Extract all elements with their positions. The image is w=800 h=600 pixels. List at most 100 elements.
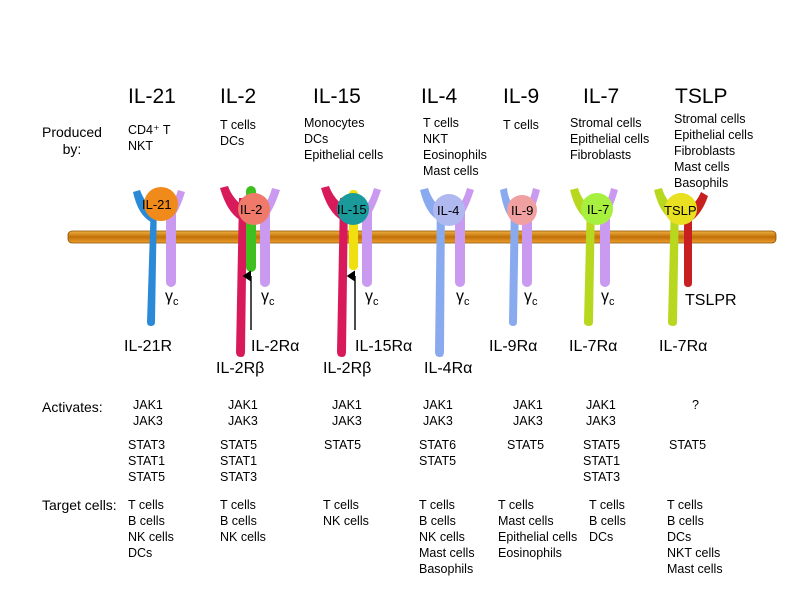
target-item: T cells	[419, 498, 455, 512]
target-item: Eosinophils	[498, 546, 562, 560]
ligand-label: IL-15	[337, 202, 367, 217]
gamma-symbol: γ	[261, 288, 269, 305]
producer-item: T cells	[503, 118, 539, 132]
receptor-label: IL-2Rβ	[216, 360, 265, 377]
producer-item: Stromal cells	[570, 116, 642, 130]
stat-item: STAT3	[128, 438, 166, 452]
jak-item: JAK3	[133, 414, 163, 428]
gamma-c-label: γc	[601, 288, 615, 308]
producer-item: Basophils	[674, 176, 729, 190]
produced-by-list: Stromal cells Epithelial cells Fibroblas…	[570, 115, 649, 163]
ligand-label: IL-4	[437, 203, 460, 218]
stat-list: STAT5	[324, 437, 361, 453]
target-cells-list: T cells B cells NK cells	[220, 497, 266, 545]
target-item: NK cells	[220, 530, 266, 544]
target-item: T cells	[589, 498, 625, 512]
gamma-subscript: c	[532, 296, 538, 309]
produced-by-label-line: by:	[62, 141, 82, 157]
stat-list: STAT5 STAT1 STAT3	[220, 437, 257, 485]
gamma-c-label: γc	[165, 288, 179, 308]
target-item: Mast cells	[419, 546, 475, 560]
stat-item: STAT5	[128, 470, 166, 484]
stat-item: STAT1	[220, 454, 258, 468]
jak-item: JAK1	[133, 398, 163, 412]
target-item: Mast cells	[667, 562, 723, 576]
receptor-label: IL-9Rα	[489, 338, 538, 355]
jak-item: JAK3	[513, 414, 543, 428]
producer-item: DCs	[304, 132, 329, 146]
producer-item: Mast cells	[674, 160, 730, 174]
gamma-symbol: γ	[524, 288, 532, 305]
target-item: B cells	[220, 514, 257, 528]
stat-list: STAT5	[669, 437, 706, 453]
ligand-label: IL-21	[142, 197, 172, 212]
il-4-receptor-complex	[420, 188, 474, 357]
target-item: Mast cells	[498, 514, 554, 528]
producer-item: NKT	[423, 132, 448, 146]
gamma-symbol: γ	[365, 288, 373, 305]
il-21-receptor-complex	[133, 187, 185, 326]
il-9-receptor-complex	[500, 188, 540, 326]
jak-item: ?	[692, 398, 699, 412]
il-2rb-chain	[337, 198, 348, 357]
target-cells-list: T cells B cells DCs NKT cells Mast cells	[667, 497, 723, 577]
target-item: B cells	[667, 514, 704, 528]
produced-by-list: Monocytes DCs Epithelial cells	[304, 115, 383, 163]
producer-item: Epithelial cells	[570, 132, 650, 146]
target-item: B cells	[589, 514, 626, 528]
receptor-label: IL-7Rα	[659, 338, 708, 355]
stat-item: STAT5	[324, 438, 362, 452]
receptor-label: IL-15Rα	[355, 338, 413, 355]
stat-item: STAT1	[128, 454, 166, 468]
tslp-receptor-complex	[654, 188, 708, 326]
receptor-label: IL-4Rα	[424, 360, 473, 377]
target-cells-list: T cells NK cells	[323, 497, 369, 529]
il-9ra-chain	[509, 200, 519, 326]
jak-item: JAK1	[513, 398, 543, 412]
cytokine-name: IL-2	[220, 85, 257, 108]
producer-item: Mast cells	[423, 164, 479, 178]
il-15-ligand	[337, 193, 369, 225]
jak-list: ?	[692, 397, 699, 413]
il-2rb-chain	[236, 198, 247, 357]
gamma-c-label: γc	[456, 288, 470, 308]
stat-item: STAT3	[220, 470, 258, 484]
jak-list: JAK1 JAK3	[133, 397, 163, 429]
il-21r-chain	[147, 200, 157, 326]
producer-item: CD4⁺ T	[128, 123, 171, 137]
il-4-ligand	[433, 194, 465, 226]
jak-list: JAK1 JAK3	[228, 397, 258, 429]
receptor-label: IL-2Rα	[251, 338, 300, 355]
gamma-subscript: c	[464, 296, 470, 309]
jak-list: JAK1 JAK3	[423, 397, 453, 429]
il-2-ligand	[238, 193, 270, 225]
cytokine-name: IL-7	[583, 85, 620, 108]
produced-by-label-line: Produced	[42, 124, 102, 140]
produced-by-list: CD4⁺ T NKT	[128, 122, 171, 154]
producer-item: Fibroblasts	[570, 148, 632, 162]
gamma-subscript: c	[269, 296, 275, 309]
producer-item: Fibroblasts	[674, 144, 736, 158]
tslp-ligand	[665, 193, 697, 225]
target-item: Epithelial cells	[498, 530, 578, 544]
target-cells-list: T cells B cells NK cells Mast cells Baso…	[419, 497, 475, 577]
stat-item: STAT5	[507, 438, 545, 452]
producer-item: T cells	[423, 116, 459, 130]
produced-by-list: T cells NKT Eosinophils Mast cells	[423, 115, 487, 179]
produced-by-list: Stromal cells Epithelial cells Fibroblas…	[674, 111, 753, 191]
gamma-c-chain	[600, 205, 610, 287]
jak-list: JAK1 JAK3	[513, 397, 543, 429]
receptor-label: IL-7Rα	[569, 338, 618, 355]
gamma-c-chain	[362, 205, 372, 287]
stat-list: STAT5 STAT1 STAT3	[583, 437, 620, 485]
jak-list: JAK1 JAK3	[586, 397, 616, 429]
jak-item: JAK3	[332, 414, 362, 428]
target-cells-list: T cells Mast cells Epithelial cells Eosi…	[498, 497, 577, 561]
target-item: DCs	[589, 530, 614, 544]
cytokine-name: TSLP	[675, 85, 728, 108]
target-item: DCs	[128, 546, 153, 560]
il-7-receptor-complex	[570, 188, 618, 326]
gamma-c-chain	[166, 205, 176, 287]
receptor-label: IL-2Rβ	[323, 360, 372, 377]
